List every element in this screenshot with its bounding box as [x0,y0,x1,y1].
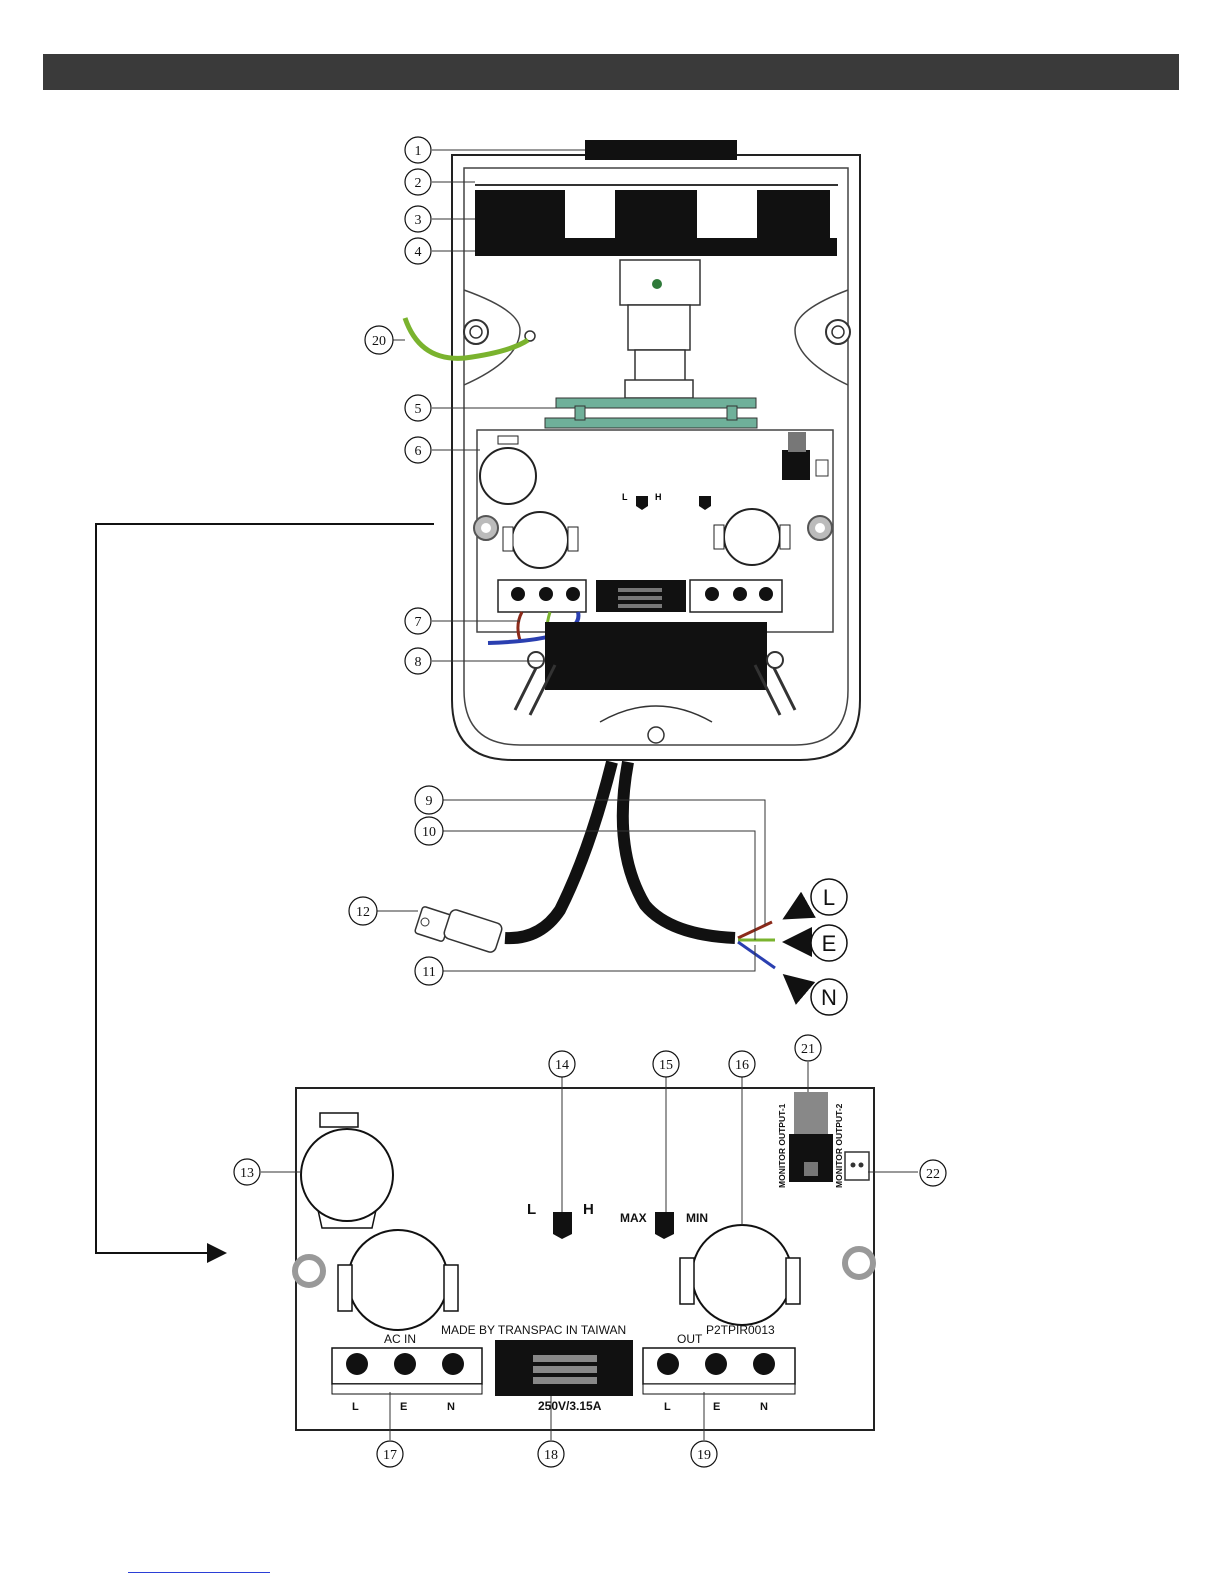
earth-wire-tag: E [811,925,847,961]
svg-text:21: 21 [801,1042,815,1057]
callout-12: 12 [349,897,377,925]
svg-text:15: 15 [659,1058,673,1073]
callout-6: 6 [405,437,431,463]
svg-text:16: 16 [735,1058,749,1073]
ac-in-terminal-l: L [352,1401,359,1413]
svg-text:7: 7 [415,615,422,630]
fuse-rating-label: 250V/3.15A [538,1399,602,1413]
neutral-wire-tag: N [811,979,847,1015]
svg-text:18: 18 [544,1448,558,1463]
svg-text:5: 5 [415,402,422,417]
svg-text:10: 10 [422,825,436,840]
callout-1: 1 [405,137,431,163]
maker-label: MADE BY TRANSPAC IN TAIWAN [441,1323,626,1337]
svg-text:14: 14 [555,1058,569,1073]
footer-link-underline[interactable] [128,1572,270,1573]
svg-text:22: 22 [926,1167,940,1182]
live-wire-tag: L [811,879,847,915]
svg-text:17: 17 [383,1448,397,1463]
svg-text:E: E [822,931,837,956]
callout-14: 14 [549,1051,575,1077]
sensitivity-low-label: L [527,1201,536,1218]
callout-20: 20 [365,326,393,354]
svg-text:4: 4 [415,245,422,260]
range-max-label: MAX [620,1211,647,1225]
svg-text:N: N [821,985,837,1010]
monitor-output-2-label: MONITOR OUTPUT-2 [834,1103,844,1188]
model-label: P2TPIR0013 [706,1323,775,1337]
camera-bracket [556,398,756,408]
callout-22: 22 [920,1160,946,1186]
mirror-bar [475,238,837,256]
cable-gland-block [545,622,767,690]
top-jumper-low: L [622,492,628,502]
callout-17: 17 [377,1441,403,1467]
callout-19: 19 [691,1441,717,1467]
out-label: OUT [677,1332,703,1346]
range-min-label: MIN [686,1211,708,1225]
svg-text:20: 20 [372,334,386,349]
svg-text:11: 11 [422,965,435,980]
monitor-output-1-label: MONITOR OUTPUT-1 [777,1103,787,1188]
sensitivity-high-label: H [583,1201,594,1218]
svg-text:9: 9 [426,794,433,809]
callout-16: 16 [729,1051,755,1077]
svg-text:L: L [823,885,835,910]
svg-text:1: 1 [415,144,422,159]
out-terminal-l: L [664,1401,671,1413]
svg-text:8: 8 [415,655,422,670]
svg-text:3: 3 [415,213,422,228]
top-jumper-high: H [655,492,662,502]
out-terminal-n: N [760,1401,768,1413]
out-terminal-e: E [713,1401,720,1413]
callout-5: 5 [405,395,431,421]
callout-8: 8 [405,648,431,674]
ac-in-label: AC IN [384,1332,416,1346]
svg-text:6: 6 [415,444,422,459]
callout-7: 7 [405,608,431,634]
svg-text:13: 13 [240,1166,254,1181]
callout-2: 2 [405,169,431,195]
callout-21: 21 [795,1035,821,1061]
callout-13: 13 [234,1159,260,1185]
callout-3: 3 [405,206,431,232]
callout-11: 11 [415,957,443,985]
svg-text:19: 19 [697,1448,711,1463]
svg-text:12: 12 [356,905,370,920]
callout-10: 10 [415,817,443,845]
callout-4: 4 [405,238,431,264]
lens-window [585,140,737,160]
ac-in-terminal-n: N [447,1401,455,1413]
pcb-detail-view [228,1032,991,1472]
callout-18: 18 [538,1441,564,1467]
svg-text:2: 2 [415,176,422,191]
callout-9: 9 [415,786,443,814]
callout-15: 15 [653,1051,679,1077]
ac-in-terminal-e: E [400,1401,407,1413]
